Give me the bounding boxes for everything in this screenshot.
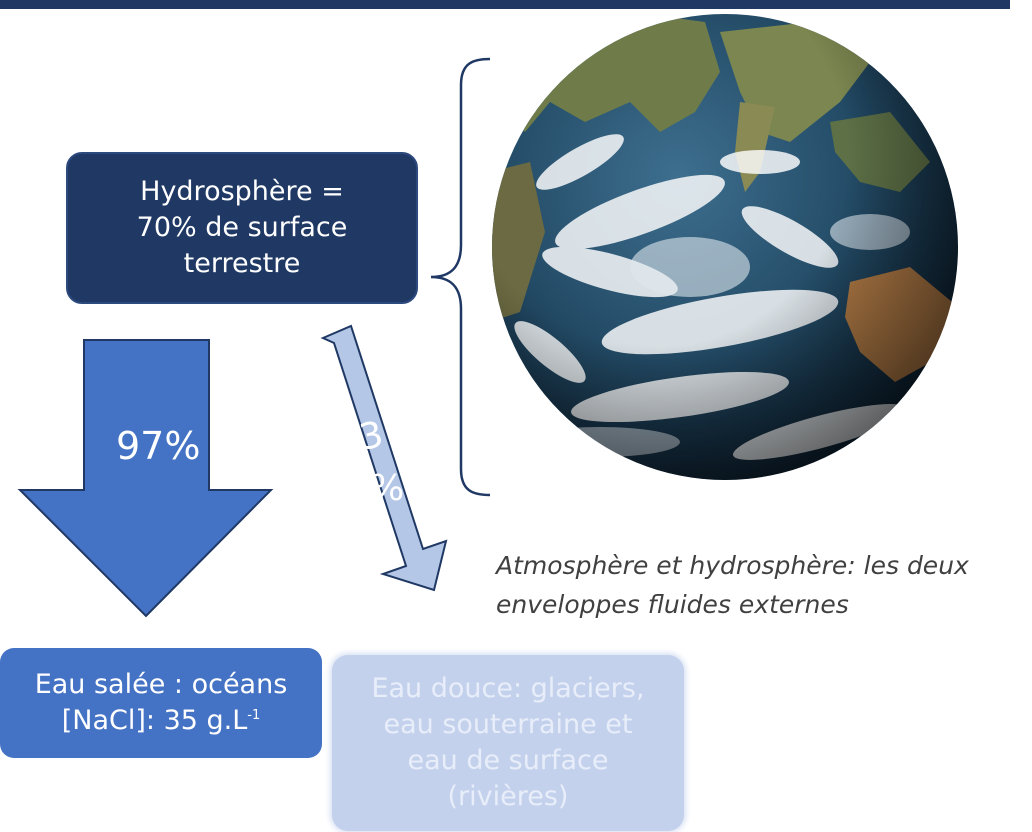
fresh-water-box: Eau douce: glaciers, eau souterraine et … (332, 655, 684, 831)
hydrosphere-line-1: Hydrosphère = (140, 176, 344, 207)
salt-water-line-1: Eau salée : océans (34, 669, 288, 700)
salt-water-arrow (17, 339, 274, 618)
title-bar-strip (0, 0, 1010, 9)
fresh-water-line-4: (rivières) (447, 781, 569, 812)
caption-line-1: Atmosphère et hydrosphère: les deux (496, 551, 969, 580)
fresh-water-arrow (320, 324, 448, 592)
curly-bracket-icon (430, 57, 491, 497)
earth-globe-image (492, 14, 958, 480)
nacl-concentration: [NaCl]: 35 g.L (61, 705, 248, 736)
caption-line-2: enveloppes fluides externes (496, 590, 849, 619)
fresh-percent-sign: % (370, 468, 405, 509)
hydrosphere-line-2: 70% de surface (136, 212, 348, 243)
hydrosphere-line-3: terrestre (183, 248, 301, 279)
unit-exponent: -1 (247, 708, 261, 723)
salt-percent-label: 97% (116, 424, 201, 468)
fresh-water-line-2: eau souterraine et (383, 709, 633, 740)
salt-water-box: Eau salée : océans [NaCl]: 35 g.L-1 (0, 648, 322, 758)
hydrosphere-box: Hydrosphère = 70% de surface terrestre (66, 152, 418, 304)
image-caption: Atmosphère et hydrosphère: les deux enve… (496, 546, 1026, 624)
fresh-water-line-3: eau de surface (407, 745, 609, 776)
fresh-water-line-1: Eau douce: glaciers, (371, 673, 645, 704)
salt-water-line-2: [NaCl]: 35 g.L-1 (62, 703, 261, 739)
